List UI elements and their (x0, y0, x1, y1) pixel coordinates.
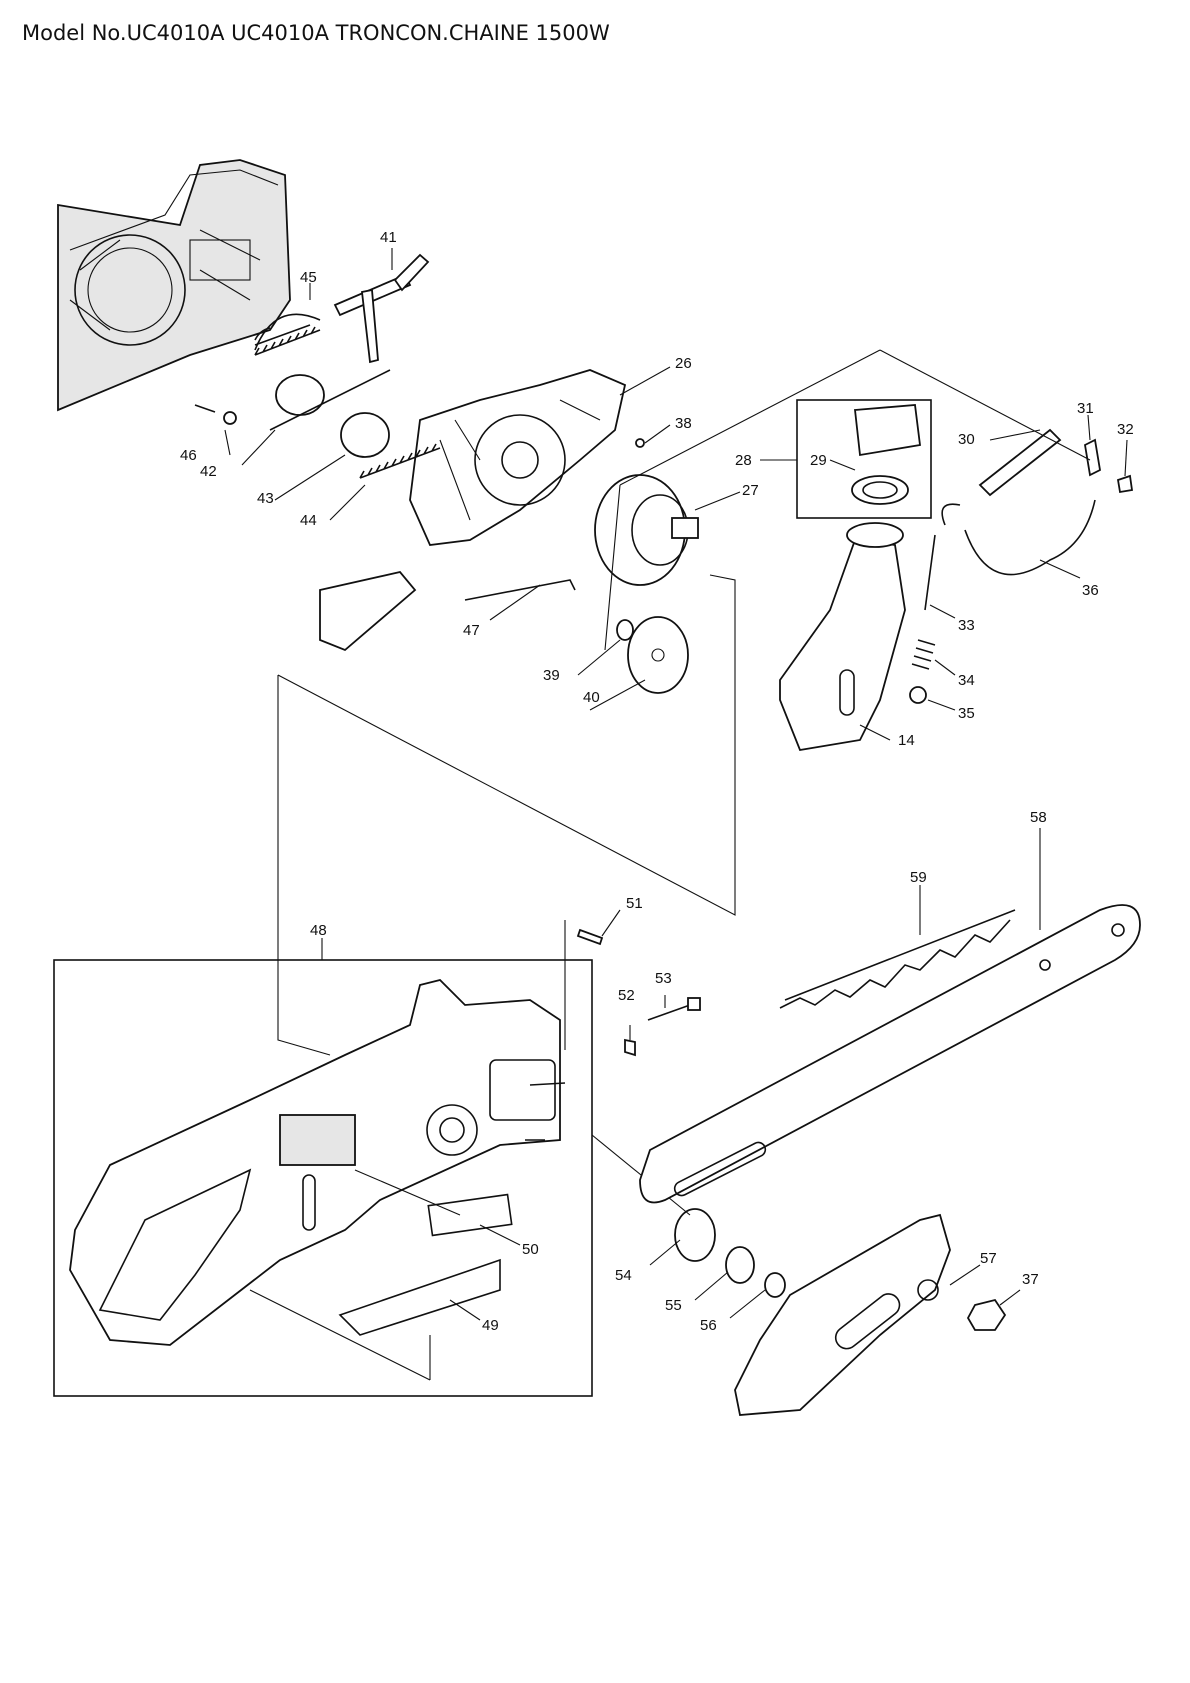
part-label: 40 (583, 689, 600, 706)
part-label: 31 (1077, 400, 1094, 417)
gear-housing-26 (409, 369, 627, 546)
oil-tank-14 (779, 522, 906, 752)
oil-pump-parts (635, 428, 1134, 704)
part-label: 28 (735, 452, 752, 469)
part-label: 45 (300, 269, 317, 286)
gear-39 (616, 616, 689, 694)
leader-lines (277, 349, 1091, 1056)
part-label: 39 (543, 667, 560, 684)
bolts (576, 928, 701, 1057)
part-label: 59 (910, 869, 927, 886)
brake-parts (194, 253, 576, 652)
part-label: 48 (310, 922, 327, 939)
part-label: 29 (810, 452, 827, 469)
part-label: 30 (958, 431, 975, 448)
part-label: 53 (655, 970, 672, 987)
part-label: 36 (1082, 582, 1099, 599)
part-label: 58 (1030, 809, 1047, 826)
part-label: 57 (980, 1250, 997, 1267)
part-label: 52 (618, 987, 635, 1004)
diagram-title: Model No.UC4010A UC4010A TRONCON.CHAINE … (22, 21, 610, 45)
part-label: 32 (1117, 421, 1134, 438)
part-label: 50 (522, 1241, 539, 1258)
part-label: 47 (463, 622, 480, 639)
cap-box-28 (796, 399, 932, 519)
part-label: 46 (180, 447, 197, 464)
part-label: 14 (898, 732, 915, 749)
motor-housing (57, 159, 291, 412)
sprocket-cover-56 (734, 1213, 951, 1416)
gear-27 (594, 474, 699, 586)
part-label: 49 (482, 1317, 499, 1334)
part-label: 26 (675, 355, 692, 372)
part-labels: 41 45 26 38 27 28 29 30 31 32 36 33 34 3… (180, 229, 1134, 1334)
guide-bar-58 (639, 904, 1141, 1204)
part-label: 42 (200, 463, 217, 480)
part-label: 44 (300, 512, 317, 529)
saw-chain-59 (779, 909, 1016, 1009)
washers-nuts (591, 1134, 1007, 1331)
part-label: 43 (257, 490, 274, 507)
part-label: 41 (380, 229, 397, 246)
part-label: 33 (958, 617, 975, 634)
part-label: 54 (615, 1267, 632, 1284)
part-label: 37 (1022, 1271, 1039, 1288)
callout-leaders (224, 248, 1128, 1321)
part-label: 38 (675, 415, 692, 432)
part-label: 27 (742, 482, 759, 499)
part-label: 34 (958, 672, 975, 689)
part-label: 35 (958, 705, 975, 722)
part-label: 55 (665, 1297, 682, 1314)
part-label: 51 (626, 895, 643, 912)
main-body-box-47 (53, 959, 593, 1397)
part-label: 56 (700, 1317, 717, 1334)
